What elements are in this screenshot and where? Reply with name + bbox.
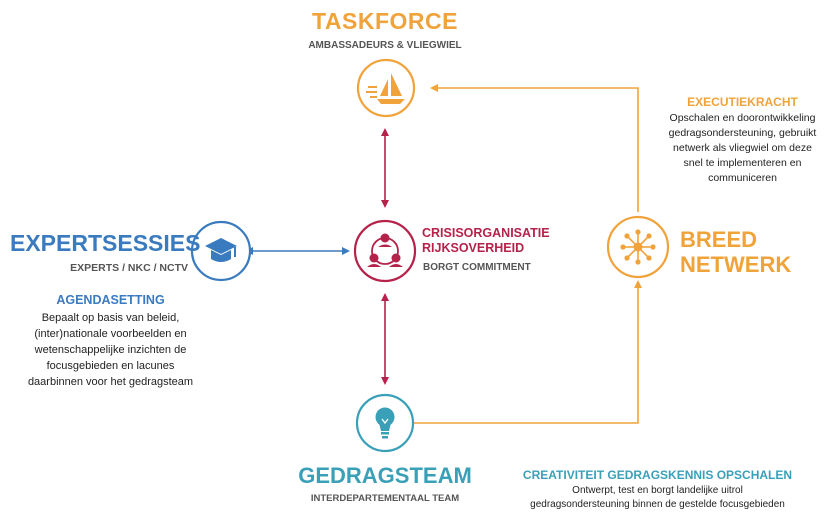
text-line: communiceren: [708, 172, 777, 184]
arrow-gedragsteam-to-breed: [412, 280, 642, 424]
text-line: daarbinnen voor het gedragsteam: [27, 376, 194, 388]
text-line: snel te implementeren en: [683, 157, 802, 169]
text-line: gedragsondersteuning binnen de gestelde …: [530, 499, 785, 510]
text-line: Opschalen en doorontwikkeling: [669, 112, 816, 124]
network-hub-icon: [620, 229, 656, 265]
agendasetting-text: Bepaalt op basis van beleid, (inter)nati…: [18, 310, 203, 390]
sailboat-icon: [366, 73, 405, 104]
graduation-cap-icon: [205, 238, 237, 262]
crisis-title-line: RIJKSOVERHEID: [422, 241, 525, 255]
creativiteit-text: Ontwerpt, test en borgt landelijke uitro…: [490, 484, 825, 512]
gedragsteam-node: [355, 393, 415, 453]
taskforce-node: [356, 58, 416, 118]
agendasetting-heading: AGENDASETTING: [56, 293, 165, 307]
taskforce-subtitle: AMBASSADEURS & VLIEGWIEL: [308, 40, 462, 51]
crisis-title-line: CRISISORGANISATIE: [422, 226, 550, 240]
crisis-node: [353, 219, 417, 283]
text-line: wetenschappelijke inzichten de: [34, 344, 187, 356]
expertsessies-node: [190, 220, 252, 282]
breed-node: [606, 215, 670, 279]
executiekracht-text: Opschalen en doorontwikkeling gedragsond…: [660, 111, 825, 186]
text-line: gedragsondersteuning, gebruikt: [668, 127, 817, 139]
lightbulb-icon: [375, 407, 395, 439]
crisis-title: CRISISORGANISATIE RIJKSOVERHEID: [422, 226, 550, 256]
text-line: focusgebieden en lacunes: [46, 360, 175, 372]
breed-title-line: NETWERK: [680, 252, 792, 277]
taskforce-title: TASKFORCE: [312, 8, 458, 34]
creativiteit-heading: CREATIVITEIT GEDRAGSKENNIS OPSCHALEN: [522, 468, 793, 482]
text-line: (inter)nationale voorbeelden en: [34, 328, 187, 340]
text-line: Bepaalt op basis van beleid,: [41, 312, 180, 324]
text-line: netwerk als vliegwiel om deze: [673, 142, 812, 154]
gedragsteam-subtitle: INTERDEPARTEMENTAAL TEAM: [310, 493, 460, 504]
expertsessies-title: EXPERTSESSIES: [10, 230, 201, 256]
arrow-breed-to-taskforce: [430, 84, 639, 212]
people-network-icon: [367, 233, 403, 267]
breed-title: BREED NETWERK: [680, 227, 791, 277]
expertsessies-subtitle: EXPERTS / NKC / NCTV: [70, 262, 188, 274]
crisis-subtitle: BORGT COMMITMENT: [423, 262, 531, 273]
executiekracht-heading: EXECUTIEKRACHT: [687, 95, 798, 109]
gedragsteam-title: GEDRAGSTEAM: [298, 463, 472, 488]
text-line: Ontwerpt, test en borgt landelijke uitro…: [572, 485, 743, 496]
breed-title-line: BREED: [680, 227, 758, 252]
